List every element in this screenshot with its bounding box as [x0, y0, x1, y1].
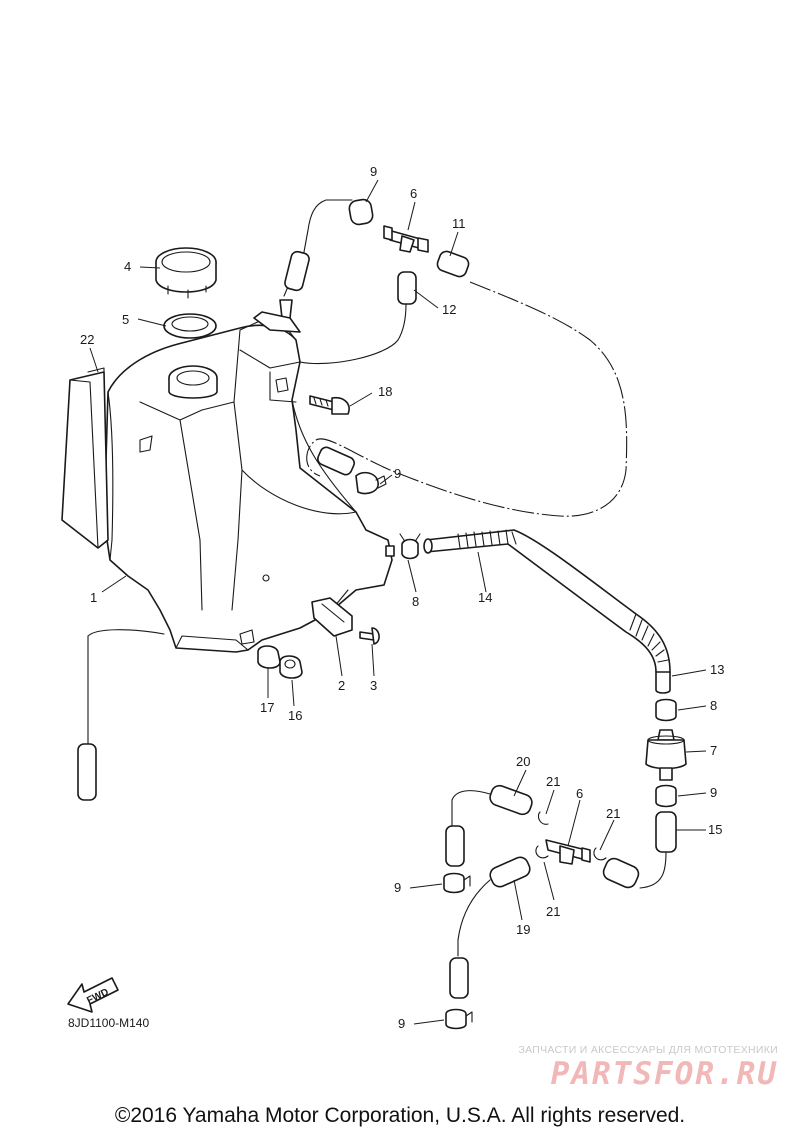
callout-13: 13: [710, 662, 724, 677]
callout-labels: 9 6 11 12 4 5 22 18 9 1 8 14 2 3 17 16 1…: [80, 164, 724, 1031]
bracket-hardware: [257, 597, 380, 679]
callout-10: 9: [370, 164, 377, 179]
callout-9-upper: 9: [394, 466, 401, 481]
copyright-notice: ©2016 Yamaha Motor Corporation, U.S.A. A…: [114, 1104, 686, 1127]
fuel-cap: [155, 247, 217, 299]
fwd-arrow-icon: FWD: [67, 977, 119, 1013]
callout-7: 7: [710, 743, 717, 758]
callout-4: 4: [124, 259, 131, 274]
vent-hose-assembly: [283, 198, 628, 517]
callout-6-upper: 6: [410, 186, 417, 201]
callout-11: 11: [452, 216, 466, 231]
callout-21-bottom: 21: [546, 904, 560, 919]
callout-12: 12: [442, 302, 456, 317]
callout-6-lower: 6: [576, 786, 583, 801]
callout-17: 17: [260, 700, 274, 715]
fuel-tank: [103, 299, 395, 653]
lower-fittings: [443, 784, 607, 1030]
tank-side-hose: [317, 446, 387, 495]
filter-assembly: [602, 671, 687, 889]
callout-5: 5: [122, 312, 129, 327]
watermark-logo: PARTSFOR.RU: [550, 1056, 778, 1092]
callout-9-left: 9: [394, 880, 401, 895]
callout-9-filter: 9: [710, 785, 717, 800]
drain-hose: [77, 629, 165, 801]
side-plate: [61, 367, 109, 549]
callout-16: 16: [288, 708, 302, 723]
callout-15: 15: [708, 822, 722, 837]
callout-8-lower: 8: [710, 698, 717, 713]
fuel-hose: [399, 529, 671, 673]
leader-lines: [89, 179, 707, 1025]
callout-3: 3: [370, 678, 377, 693]
callout-19: 19: [516, 922, 530, 937]
callout-21-top: 21: [546, 774, 560, 789]
callout-1: 1: [90, 590, 97, 605]
callout-18: 18: [378, 384, 392, 399]
cap-gasket: [163, 313, 217, 339]
callout-9-bottom: 9: [398, 1016, 405, 1031]
callout-22: 22: [80, 332, 94, 347]
callout-20: 20: [516, 754, 530, 769]
callout-2: 2: [338, 678, 345, 693]
callout-21-right: 21: [606, 806, 620, 821]
callout-14: 14: [478, 590, 492, 605]
diagram-code: 8JD1100-M140: [68, 1016, 150, 1030]
callout-8-upper: 8: [412, 594, 419, 609]
watermark-tagline: ЗАПЧАСТИ И АКСЕССУАРЫ ДЛЯ МОТОТЕХНИКИ: [518, 1044, 778, 1056]
bolt-18: [309, 395, 350, 415]
